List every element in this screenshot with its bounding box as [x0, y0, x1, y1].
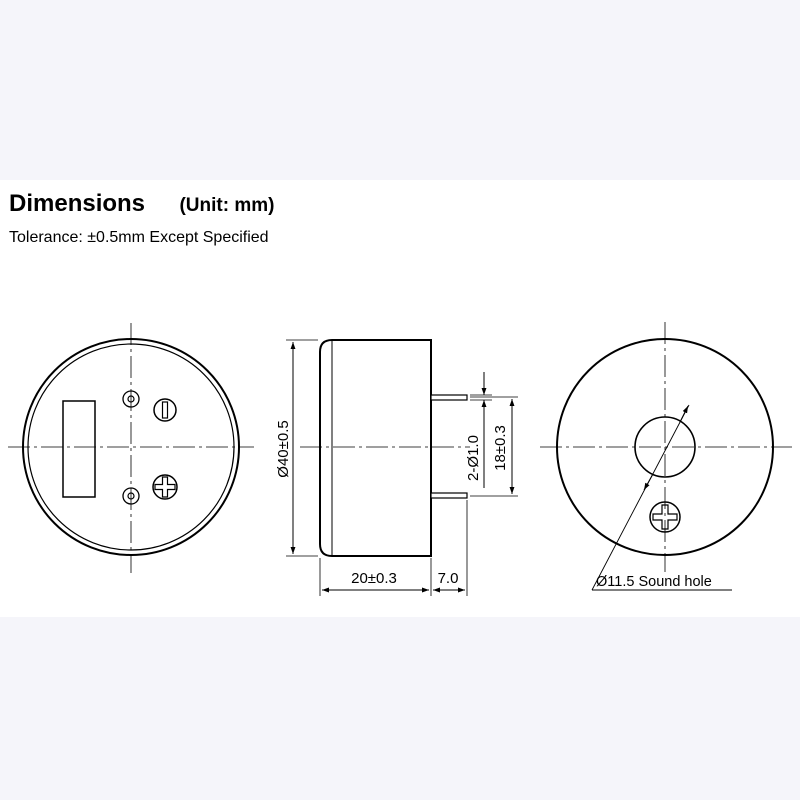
plus-polarity-icon: [152, 474, 178, 500]
pin-diameter-dimension: 2-Ø1.0: [465, 372, 492, 488]
top-view: Ø11.5 Sound hole: [540, 322, 792, 591]
sound-hole-label: Ø11.5 Sound hole: [596, 574, 712, 590]
tolerance-note: Tolerance: ±0.5mm Except Specified: [9, 229, 269, 246]
title-row: Dimensions (Unit: mm): [9, 190, 274, 218]
side-view: Ø40±0.5 2-Ø1.0 18±0.3: [275, 339, 518, 596]
length-dimensions: 20±0.3 7.0: [319, 500, 468, 596]
diameter-dimension: Ø40±0.5: [275, 339, 318, 557]
side-body-outline: [319, 339, 432, 557]
pin-length-label: 7.0: [438, 570, 459, 587]
sound-hole: [634, 416, 696, 478]
label-rectangle: [62, 400, 96, 498]
plus-polarity-icon: [649, 501, 681, 533]
pin-diameter-label: 2-Ø1.0: [465, 435, 482, 481]
side-pin-top: [430, 394, 468, 401]
minus-polarity-icon: [153, 398, 177, 422]
front-view: [8, 323, 254, 573]
drawing-panel: [0, 180, 800, 617]
pin-bottom-icon: [122, 487, 140, 505]
sound-hole-leader: Ø11.5 Sound hole: [591, 404, 732, 591]
unit-label: (Unit: mm): [179, 195, 275, 216]
page-title: Dimensions: [9, 190, 146, 217]
diameter-label: Ø40±0.5: [275, 420, 292, 477]
side-pin-bottom: [430, 492, 468, 499]
pin-top-icon: [122, 390, 140, 408]
body-height-label: 20±0.3: [351, 570, 397, 587]
pin-spacing-dimension: 18±0.3: [470, 396, 518, 497]
pin-spacing-label: 18±0.3: [492, 425, 509, 471]
